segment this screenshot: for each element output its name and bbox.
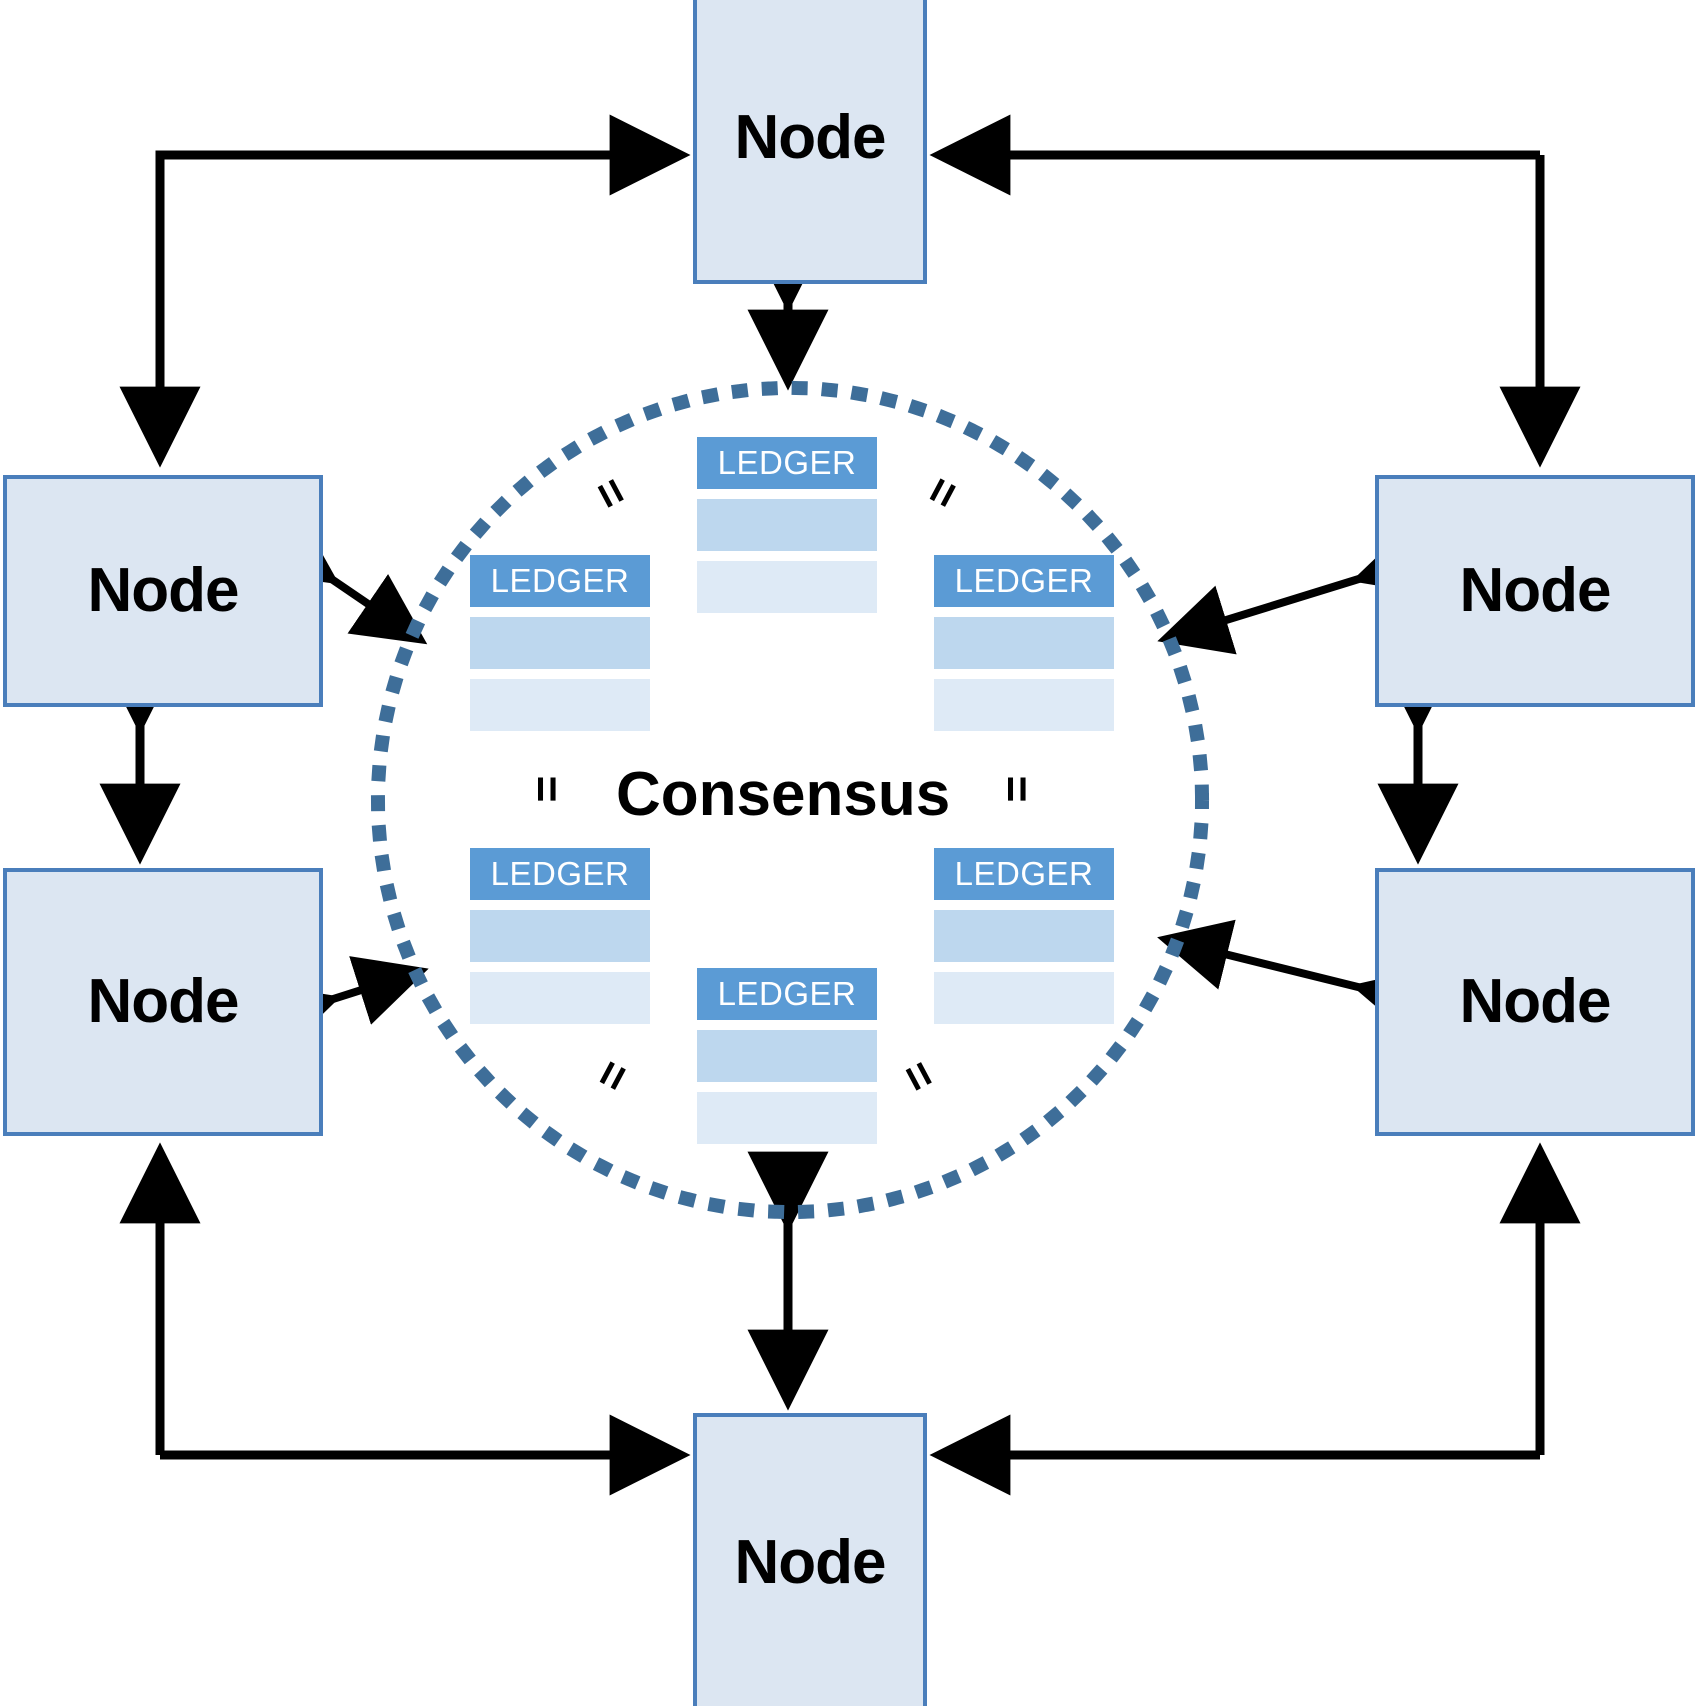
ledger-left-upper[interactable]: LEDGER (470, 555, 650, 731)
consensus-label: Consensus (616, 760, 951, 829)
ledger-right-upper[interactable]: LEDGER (934, 555, 1114, 731)
ledger-bottom-row-2 (697, 1092, 877, 1144)
node-right-lower-label: Node (1459, 967, 1612, 1036)
ledger-bottom-header: LEDGER (697, 968, 877, 1020)
ledger-top-row-2 (697, 561, 877, 613)
ledger-left-upper-row-2 (470, 679, 650, 731)
equals-mid-right-icon: = (991, 775, 1044, 803)
node-right-upper-label: Node (1459, 556, 1612, 625)
ledger-right-lower[interactable]: LEDGER (934, 848, 1114, 1024)
consensus-circle (371, 381, 1209, 1219)
ledger-left-lower-row-1 (470, 910, 650, 962)
ledger-left-upper-row-1 (470, 617, 650, 669)
arrow-right-lower-to-circle (1157, 919, 1430, 1038)
node-right-lower[interactable]: Node (1375, 868, 1695, 1136)
ledger-top[interactable]: LEDGER (697, 437, 877, 613)
ledger-left-lower[interactable]: LEDGER (470, 848, 650, 1024)
node-right-upper[interactable]: Node (1375, 475, 1695, 707)
ledger-right-upper-row-2 (934, 679, 1114, 731)
ledger-top-row-1 (697, 499, 877, 551)
ledger-top-header: LEDGER (697, 437, 877, 489)
outer-ring-arrows (99, 114, 1581, 1496)
ledger-right-lower-header: LEDGER (934, 848, 1114, 900)
node-left-upper-label: Node (87, 556, 240, 625)
arrow-left-lower-to-circle (261, 956, 429, 1053)
node-top[interactable]: Node (693, 0, 927, 284)
ledger-right-upper-row-1 (934, 617, 1114, 669)
spoke-arrows (259, 514, 1431, 1053)
node-top-label: Node (734, 103, 887, 172)
ledger-right-upper-header: LEDGER (934, 555, 1114, 607)
node-left-upper[interactable]: Node (3, 475, 323, 707)
node-left-lower-label: Node (87, 967, 240, 1036)
ledger-right-lower-row-1 (934, 910, 1114, 962)
ledger-left-lower-row-2 (470, 972, 650, 1024)
arrow-left-upper-to-top (155, 114, 691, 455)
node-bottom[interactable]: Node (693, 1413, 927, 1706)
node-bottom-label: Node (734, 1528, 887, 1597)
ledger-right-lower-row-2 (934, 972, 1114, 1024)
arrow-left-upper-to-circle (259, 514, 428, 645)
ledger-bottom-row-1 (697, 1030, 877, 1082)
arrow-right-upper-to-circle (1157, 525, 1431, 655)
equals-mid-left-icon: = (521, 775, 574, 803)
ledger-left-upper-header: LEDGER (470, 555, 650, 607)
ledger-bottom[interactable]: LEDGER (697, 968, 877, 1144)
ledger-left-lower-header: LEDGER (470, 848, 650, 900)
node-left-lower[interactable]: Node (3, 868, 323, 1136)
